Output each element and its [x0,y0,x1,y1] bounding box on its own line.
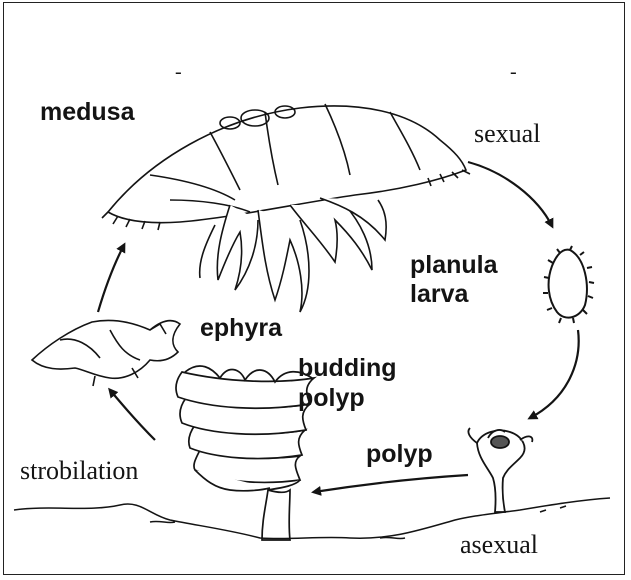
arrow-sexual [468,162,552,226]
arrow-strobilation [110,390,155,440]
label-medusa: medusa [40,100,134,125]
arrow-planula-to-polyp [530,330,579,418]
label-sexual: sexual [474,121,540,147]
ephyra-drawing [32,320,180,386]
budding-polyp-drawing [176,366,314,540]
label-asexual: asexual [460,532,538,558]
arrow-asexual [314,475,468,492]
planula-larva-drawing [543,246,594,323]
label-polyp: polyp [366,442,433,467]
label-ephyra: ephyra [200,316,282,341]
label-budding-polyp: polyp [298,386,365,411]
label-strobilation: strobilation [20,458,138,484]
dash-right: - [510,62,517,82]
dash-left: - [175,62,182,82]
polyp-drawing [468,428,532,512]
label-larva: larva [410,282,468,307]
label-planula: planula [410,253,498,278]
arrow-ephyra-to-medusa [98,245,124,312]
label-budding: budding [298,356,397,381]
